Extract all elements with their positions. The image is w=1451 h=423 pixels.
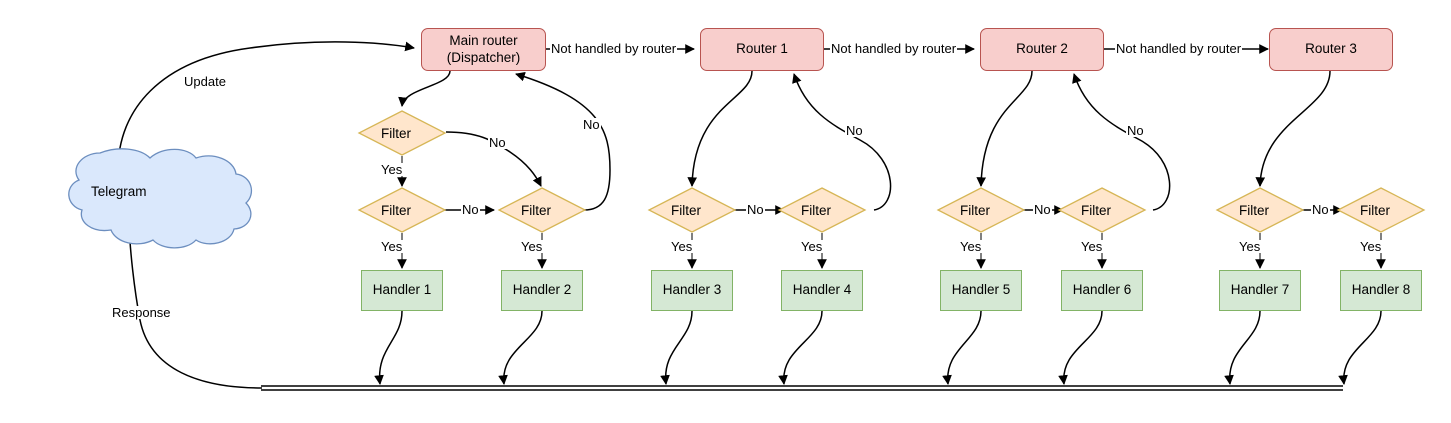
edge-label-yes-2: Yes bbox=[380, 239, 404, 254]
edge-h2-to-bus bbox=[498, 310, 543, 385]
filter-label-c: Filter bbox=[381, 203, 411, 218]
node-handler-7[interactable]: Handler 7 bbox=[1219, 270, 1301, 311]
edge-h5-to-bus bbox=[942, 310, 982, 385]
edge-update bbox=[117, 41, 415, 171]
router-1-label: Router 1 bbox=[736, 41, 788, 57]
node-handler-2[interactable]: Handler 2 bbox=[501, 270, 583, 311]
edge-h6-to-bus bbox=[1058, 310, 1103, 385]
node-handler-1[interactable]: Handler 1 bbox=[361, 270, 443, 311]
handler-5-label: Handler 5 bbox=[951, 282, 1011, 298]
node-handler-4[interactable]: Handler 4 bbox=[781, 270, 863, 311]
edge-r1-to-filter-d bbox=[687, 70, 753, 187]
filter-label-b: Filter bbox=[521, 203, 551, 218]
node-handler-8[interactable]: Handler 8 bbox=[1340, 270, 1422, 311]
edge-r3-to-filter-h bbox=[1255, 70, 1331, 187]
router-2-label: Router 2 bbox=[1016, 41, 1068, 57]
filter-shape-e bbox=[777, 187, 867, 233]
edge-filter-g-no-to-r2 bbox=[1072, 73, 1171, 211]
edge-label-yes-3: Yes bbox=[520, 239, 544, 254]
filter-shape-f bbox=[936, 187, 1026, 233]
edge-label-yes-1: Yes bbox=[380, 162, 404, 177]
edge-label-yes-8: Yes bbox=[1238, 239, 1262, 254]
edge-label-no-r2-return: No bbox=[1126, 123, 1145, 138]
filter-label-i: Filter bbox=[1360, 203, 1390, 218]
handler-2-label: Handler 2 bbox=[512, 282, 572, 298]
edge-label-no-main-top: No bbox=[488, 135, 507, 150]
edge-h7-to-bus bbox=[1224, 310, 1261, 385]
edge-label-not-handled-1: Not handled by router bbox=[550, 41, 678, 56]
edge-label-no-main-mid: No bbox=[461, 202, 480, 217]
filter-shape-a bbox=[357, 110, 447, 156]
main-router-line1: Main router bbox=[449, 33, 518, 49]
handler-1-label: Handler 1 bbox=[372, 282, 432, 298]
edge-h1-to-bus bbox=[374, 310, 403, 385]
edge-main-to-filter-a bbox=[398, 70, 451, 107]
filter-label-g: Filter bbox=[1081, 203, 1111, 218]
handler-6-label: Handler 6 bbox=[1072, 282, 1132, 298]
node-router-2[interactable]: Router 2 bbox=[980, 28, 1104, 71]
filter-shape-d bbox=[647, 187, 737, 233]
node-handler-3[interactable]: Handler 3 bbox=[651, 270, 733, 311]
filter-shape-b bbox=[497, 187, 587, 233]
edge-label-yes-5: Yes bbox=[800, 239, 824, 254]
edge-response bbox=[124, 223, 263, 389]
node-handler-6[interactable]: Handler 6 bbox=[1061, 270, 1143, 311]
filter-shape-i bbox=[1336, 187, 1426, 233]
node-handler-5[interactable]: Handler 5 bbox=[940, 270, 1022, 311]
edge-label-no-main-return: No bbox=[582, 117, 601, 132]
edge-filter-e-no-to-r1 bbox=[792, 73, 892, 211]
edge-h8-to-bus bbox=[1338, 310, 1382, 385]
edge-label-yes-7: Yes bbox=[1080, 239, 1104, 254]
edge-label-yes-9: Yes bbox=[1359, 239, 1383, 254]
node-main-router[interactable]: Main router (Dispatcher) bbox=[421, 28, 546, 71]
filter-shape-h bbox=[1215, 187, 1305, 233]
filter-shape-g bbox=[1057, 187, 1147, 233]
edge-label-no-r1-return: No bbox=[845, 123, 864, 138]
edge-h3-to-bus bbox=[660, 310, 693, 385]
edge-label-no-r2-mid: No bbox=[1033, 202, 1052, 217]
filter-label-h: Filter bbox=[1239, 203, 1269, 218]
edge-label-no-r3-mid: No bbox=[1311, 202, 1330, 217]
edge-r2-to-filter-f bbox=[976, 70, 1033, 187]
edge-label-response: Response bbox=[111, 305, 172, 320]
edge-filter-a-no-to-filter-b bbox=[445, 131, 542, 187]
edge-filter-b-no-to-main bbox=[515, 71, 611, 211]
edge-label-not-handled-3: Not handled by router bbox=[1115, 41, 1243, 56]
filter-label-e: Filter bbox=[801, 203, 831, 218]
edge-h4-to-bus bbox=[778, 310, 823, 385]
filter-shape-c bbox=[357, 187, 447, 233]
handler-3-label: Handler 3 bbox=[662, 282, 722, 298]
response-bus bbox=[261, 385, 1343, 391]
edge-label-yes-6: Yes bbox=[959, 239, 983, 254]
handler-7-label: Handler 7 bbox=[1230, 282, 1290, 298]
edge-label-no-r1-mid: No bbox=[746, 202, 765, 217]
edge-label-yes-4: Yes bbox=[670, 239, 694, 254]
filter-label-f: Filter bbox=[960, 203, 990, 218]
handler-4-label: Handler 4 bbox=[792, 282, 852, 298]
node-router-3[interactable]: Router 3 bbox=[1269, 28, 1393, 71]
main-router-line2: (Dispatcher) bbox=[446, 49, 521, 65]
handler-8-label: Handler 8 bbox=[1351, 282, 1411, 298]
edge-label-not-handled-2: Not handled by router bbox=[830, 41, 958, 56]
telegram-label: Telegram bbox=[91, 184, 147, 199]
router-3-label: Router 3 bbox=[1305, 41, 1357, 57]
edge-label-update: Update bbox=[183, 74, 227, 89]
node-router-1[interactable]: Router 1 bbox=[700, 28, 824, 71]
telegram-cloud-shape bbox=[68, 148, 253, 249]
filter-label-d: Filter bbox=[671, 203, 701, 218]
filter-label-a: Filter bbox=[381, 126, 411, 141]
